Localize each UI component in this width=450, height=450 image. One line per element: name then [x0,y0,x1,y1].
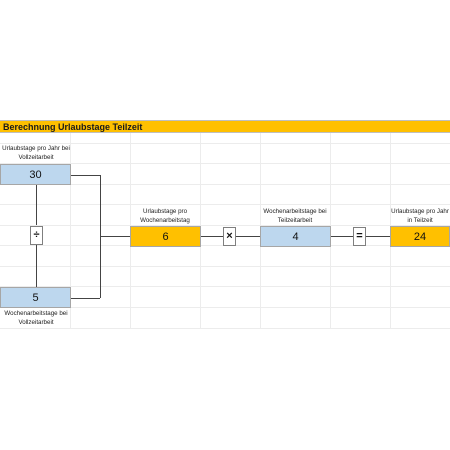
connector-line [70,298,100,299]
workdays-parttime-label: Wochenarbeitstage bei Teilzeitarbeit [263,208,327,224]
vacation-days-fulltime-input[interactable]: 30 [0,164,71,185]
workdays-fulltime-label: Wochenarbeitstage bei Vollzeitarbeit [4,310,68,326]
connector-line [36,185,37,225]
connector-line [36,245,37,287]
workdays-parttime-input[interactable]: 4 [260,226,331,247]
connector-line [200,236,223,237]
vacation-per-workday-label: Urlaubstage pro Wochenarbeitstag [140,208,190,224]
vacation-days-parttime-label: Urlaubstage pro Jahr in Teilzeit [391,208,449,224]
connector-line [100,236,130,237]
connector-line [70,175,100,176]
workdays-fulltime-input[interactable]: 5 [0,287,71,308]
vacation-days-parttime-result: 24 [390,226,450,247]
vacation-per-workday-result: 6 [130,226,201,247]
page-title: Berechnung Urlaubstage Teilzeit [3,122,143,132]
vacation-days-fulltime-label: Urlaubstage pro Jahr bei Vollzeitarbeit [2,145,70,161]
divide-operator: ÷ [30,226,43,245]
equals-operator: = [353,227,366,246]
connector-line [236,236,260,237]
multiply-operator: × [223,227,236,246]
title-bar: Berechnung Urlaubstage Teilzeit [0,120,450,133]
connector-line [366,236,390,237]
connector-line [330,236,353,237]
